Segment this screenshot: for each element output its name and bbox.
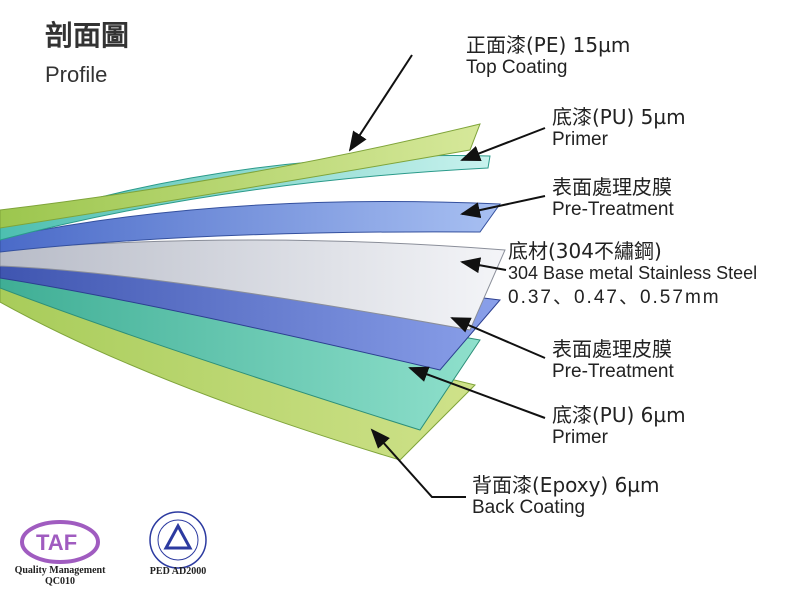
label-zh: 背面漆(Epoxy) 6µm bbox=[472, 473, 660, 497]
title-chinese: 剖面圖 bbox=[45, 19, 130, 52]
taf-caption-line1: Quality Management bbox=[14, 565, 106, 576]
label-en: Primer bbox=[552, 427, 608, 448]
label-stainless-steel: 底材(304不繡鋼) 304 Base metal Stainless Stee… bbox=[508, 240, 757, 309]
layer-pretreatment-top bbox=[0, 201, 501, 253]
label-en: Pre-Treatment bbox=[552, 361, 674, 382]
label-pretreatment-bottom: 表面處理皮膜 Pre-Treatment bbox=[552, 338, 674, 383]
taf-mark: TAF bbox=[36, 530, 78, 555]
label-zh: 正面漆(PE) 15µm bbox=[466, 33, 631, 57]
label-en: Pre-Treatment bbox=[552, 199, 674, 220]
title-english: Profile bbox=[45, 62, 108, 87]
taf-caption-line2: QC010 bbox=[45, 576, 75, 587]
tuv-logo bbox=[149, 511, 207, 569]
label-zh: 底材(304不繡鋼) bbox=[508, 239, 662, 263]
taf-logo bbox=[20, 520, 100, 564]
label-primer-bottom: 底漆(PU) 6µm Primer bbox=[552, 404, 686, 449]
label-top-coating: 正面漆(PE) 15µm Top Coating bbox=[466, 34, 630, 79]
label-zh: 表面處理皮膜 bbox=[552, 175, 672, 199]
layer-stainless-steel bbox=[0, 239, 506, 331]
label-en: 304 Base metal Stainless Steel bbox=[508, 263, 758, 283]
label-primer-top: 底漆(PU) 5µm Primer bbox=[552, 106, 686, 151]
layer-top-coating bbox=[0, 123, 481, 229]
layer-primer-top bbox=[0, 155, 491, 241]
label-en: Primer bbox=[552, 129, 608, 150]
label-back-coating: 背面漆(Epoxy) 6µm Back Coating bbox=[472, 474, 660, 519]
label-zh: 底漆(PU) 5µm bbox=[552, 105, 686, 129]
label-zh: 表面處理皮膜 bbox=[552, 337, 672, 361]
pointer-arrows bbox=[348, 54, 546, 498]
label-en: Back Coating bbox=[472, 497, 586, 518]
label-en: Top Coating bbox=[466, 57, 568, 78]
taf-caption: Quality Management QC010 bbox=[10, 565, 110, 587]
label-zh: 底漆(PU) 6µm bbox=[552, 403, 686, 427]
label-thickness: 0.37、0.47、0.57mm bbox=[508, 286, 721, 308]
label-pretreatment-top: 表面處理皮膜 Pre-Treatment bbox=[552, 176, 674, 221]
tuv-caption: PED AD2000 bbox=[149, 566, 207, 577]
